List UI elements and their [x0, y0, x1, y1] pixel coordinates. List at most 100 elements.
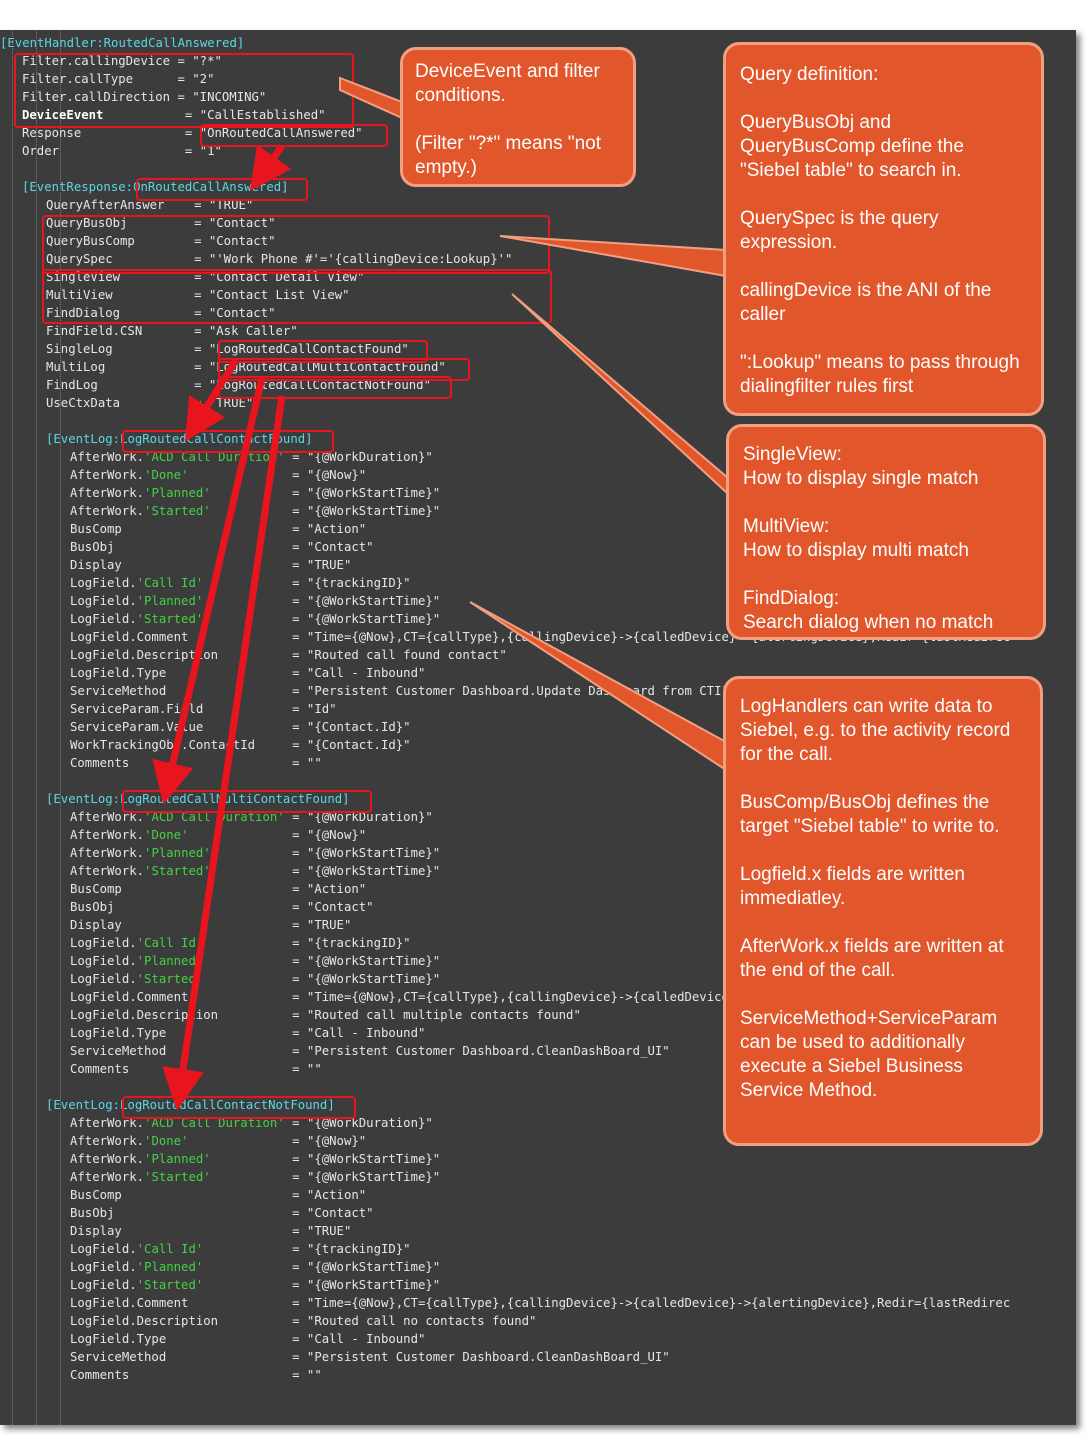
code-token: LogField.Description = — [70, 1008, 307, 1022]
code-line: LogField.'Planned' = "{@WorkStartTime}" — [70, 592, 440, 610]
code-token: QueryBusObj = — [46, 216, 209, 230]
code-token: "Contact" — [208, 306, 276, 320]
code-token: "Contact" — [306, 540, 374, 554]
code-token: ServiceMethod = — [70, 684, 307, 698]
code-token: SingleLog = — [46, 342, 209, 356]
code-token: "2" — [192, 72, 215, 86]
code-token: "{@Now}" — [306, 1134, 367, 1148]
code-token: LogField.Type = — [70, 666, 307, 680]
code-token: Comments = — [70, 1368, 307, 1382]
code-token: = — [210, 864, 307, 878]
code-token: "Routed call found contact" — [306, 648, 507, 662]
code-token: "{@WorkDuration}" — [306, 450, 433, 464]
code-token: = — [103, 108, 200, 122]
code-token: QueryBusComp = — [46, 234, 209, 248]
code-token: "{trackingID}" — [306, 576, 411, 590]
code-token: 'Call Id' — [136, 1242, 204, 1256]
query-highlight-box — [42, 215, 550, 274]
find-log-highlight-box — [218, 376, 452, 399]
code-token: Display = — [70, 918, 307, 932]
code-token: "Call - Inbound" — [306, 1332, 426, 1346]
code-line: AfterWork.'Done' = "{@Now}" — [70, 1132, 366, 1150]
log-found-header-highlight-box — [122, 430, 334, 453]
code-token: "Contact" — [306, 900, 374, 914]
code-line: [EventResponse:OnRoutedCallAnswered] — [22, 178, 289, 196]
code-token: "LogRoutedCallContactFound" — [208, 342, 409, 356]
code-token: [EventResponse: — [22, 180, 134, 194]
code-line: BusComp = "Action" — [70, 520, 366, 538]
code-token: = — [188, 1134, 307, 1148]
code-token: "{@WorkStartTime}" — [306, 504, 441, 518]
code-token: BusComp = — [70, 882, 307, 896]
code-token: "{@WorkStartTime}" — [306, 954, 441, 968]
code-token: = — [210, 846, 307, 860]
code-token: LogField. — [70, 594, 137, 608]
code-token: AfterWork. — [70, 828, 145, 842]
code-token: "{Contact.Id}" — [306, 738, 411, 752]
code-token: LogField.Type = — [70, 1332, 307, 1346]
code-line: ServiceMethod = "Persistent Customer Das… — [70, 1348, 670, 1366]
code-line: Comments = "" — [70, 1366, 322, 1384]
code-line: AfterWork.'ACD Call Duration' = "{@WorkD… — [70, 1114, 433, 1132]
code-token: 'Started' — [144, 864, 211, 878]
code-line: AfterWork.'Done' = "{@Now}" — [70, 826, 366, 844]
code-token: "1" — [199, 144, 222, 158]
code-line: LogField.Type = "Call - Inbound" — [70, 1330, 425, 1348]
code-token: AfterWork. — [70, 1134, 145, 1148]
code-token: LogField. — [70, 972, 137, 986]
code-line: AfterWork.'Started' = "{@WorkStartTime}" — [70, 502, 440, 520]
code-token: "{@WorkStartTime}" — [306, 1152, 441, 1166]
code-token: ServiceMethod = — [70, 1044, 307, 1058]
code-token: "{@WorkStartTime}" — [306, 864, 441, 878]
code-token: "{@Now}" — [306, 468, 367, 482]
code-token: "Persistent Customer Dashboard.Update Da… — [306, 684, 729, 698]
code-line: BusComp = "Action" — [70, 880, 366, 898]
code-token: DeviceEvent — [22, 108, 104, 122]
code-token: = — [284, 1116, 307, 1130]
code-token: 'Planned' — [144, 486, 211, 500]
code-token: = — [284, 810, 307, 824]
code-token: "Action" — [306, 1188, 367, 1202]
code-token: "Contact List View" — [208, 288, 350, 302]
code-token: [EventLog: — [46, 432, 121, 446]
code-token: LogField.Comment = — [70, 1296, 307, 1310]
code-line: BusComp = "Action" — [70, 1186, 366, 1204]
code-token: = — [203, 594, 307, 608]
code-token: LogField.Description = — [70, 1314, 307, 1328]
code-token: AfterWork. — [70, 810, 145, 824]
code-token: LogField. — [70, 1278, 137, 1292]
code-token: = — [210, 1152, 307, 1166]
code-token: "Routed call multiple contacts found" — [306, 1008, 581, 1022]
code-token: LogField.Type = — [70, 1026, 307, 1040]
code-token: = — [203, 1278, 307, 1292]
code-token: AfterWork. — [70, 1170, 145, 1184]
code-token: "{@WorkDuration}" — [306, 1116, 433, 1130]
code-token: 'Planned' — [144, 1152, 211, 1166]
code-line: LogField.'Started' = "{@WorkStartTime}" — [70, 610, 440, 628]
code-token: AfterWork. — [70, 504, 145, 518]
code-token: LogField. — [70, 576, 137, 590]
code-token: = — [188, 468, 307, 482]
code-token: = — [284, 450, 307, 464]
code-token: Response = — [22, 126, 200, 140]
code-token: BusComp = — [70, 1188, 307, 1202]
code-token: WorkTrackingObj.ContactId = — [70, 738, 307, 752]
code-token: BusObj = — [70, 900, 307, 914]
code-line: QueryBusComp = "Contact" — [46, 232, 276, 250]
code-line: BusObj = "Contact" — [70, 1204, 374, 1222]
code-token: AfterWork. — [70, 468, 145, 482]
code-line: QuerySpec = "'Work Phone #'='{callingDev… — [46, 250, 512, 268]
code-token: "{@WorkStartTime}" — [306, 972, 441, 986]
code-token: "{@WorkStartTime}" — [306, 1260, 441, 1274]
code-token: 'Started' — [144, 504, 211, 518]
code-token: "{@WorkStartTime}" — [306, 594, 441, 608]
code-line: FindField.CSN = "Ask Caller" — [46, 322, 298, 340]
code-token: 'Done' — [144, 1134, 189, 1148]
code-token: "'Work Phone #'='{callingDevice:Lookup}'… — [208, 252, 513, 266]
code-token: LogField. — [70, 936, 137, 950]
code-token: "{Contact.Id}" — [306, 720, 411, 734]
code-token: LogField.Description = — [70, 648, 307, 662]
code-line: LogField.Description = "Routed call no c… — [70, 1312, 536, 1330]
code-token: Comments = — [70, 756, 307, 770]
code-token: AfterWork. — [70, 1116, 145, 1130]
